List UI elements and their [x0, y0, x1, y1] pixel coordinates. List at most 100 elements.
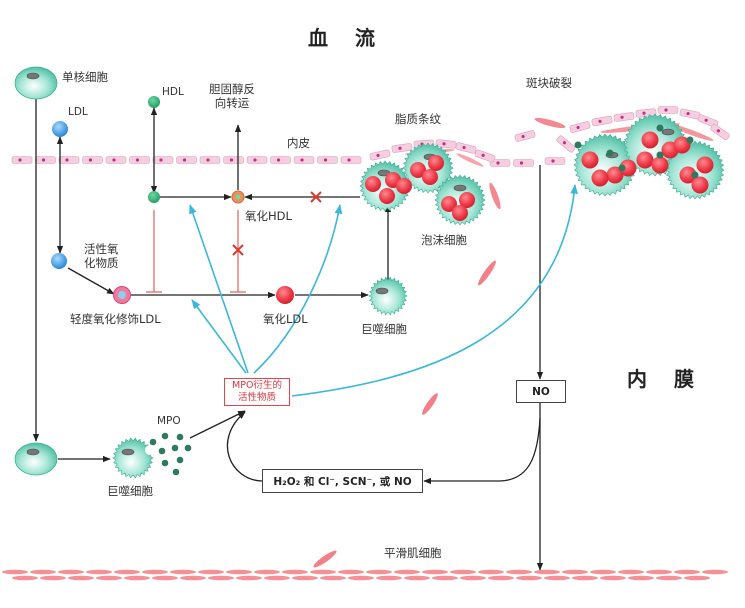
- smooth-muscle-cell: [422, 569, 448, 575]
- smooth-muscle-cell: [68, 575, 94, 581]
- smooth-muscle-cell: [180, 575, 206, 581]
- lipid-droplet: [679, 166, 697, 184]
- smooth-muscle-cell: [208, 575, 234, 581]
- mpo-granule: [691, 171, 699, 179]
- ros-label: 活性氧 化物质: [84, 242, 119, 271]
- smooth-muscle-cell: [170, 569, 196, 575]
- mpo-arrow-to-plaque: [291, 184, 578, 397]
- mildly-oxidized-ldl-label: 轻度氧化修饰LDL: [70, 312, 161, 326]
- mpo-arrow-to-mmldl-line: [191, 299, 247, 374]
- mpo-label: MPO: [157, 415, 181, 427]
- smooth-muscle-cell: [30, 569, 56, 575]
- endothelial-cell: [569, 121, 591, 133]
- lipid-droplet: [428, 155, 444, 171]
- endothelial-cell: [11, 156, 33, 164]
- lipid-droplet: [606, 166, 624, 184]
- plaque-rupture-label: 斑块破裂: [526, 76, 572, 90]
- lipid-droplet: [410, 162, 426, 178]
- hdl-label: HDL: [162, 86, 184, 98]
- ldl-particle-icon: [52, 121, 68, 137]
- endothelial-cell: [455, 142, 477, 154]
- mpo-granules-icon: [149, 432, 192, 476]
- smooth-muscle-cell: [646, 569, 672, 575]
- smooth-muscle-cell: [198, 569, 224, 575]
- block-x-icon-foam-oxhdl: [310, 191, 322, 203]
- no-box: NO: [516, 380, 566, 403]
- endothelial-cell: [105, 156, 127, 164]
- substrates-box: H₂O₂ 和 Cl⁻, SCN⁻, 或 NO: [262, 469, 423, 493]
- endothelial-cell: [556, 135, 576, 153]
- lipid-droplet: [696, 156, 714, 174]
- inhibition-lines: [146, 210, 246, 293]
- endothelial-cell: [474, 149, 496, 163]
- endothelial-cell: [340, 156, 362, 164]
- smooth-muscle-cell: [702, 569, 728, 575]
- endothelial-cell: [223, 156, 244, 164]
- lipid-droplet: [379, 188, 395, 204]
- arrow-substrates-to-box: [226, 411, 263, 482]
- smooth-muscle-cell: [320, 575, 346, 581]
- endothelial-cell: [129, 156, 150, 164]
- endothelial-cell: [58, 156, 80, 164]
- endothelial-cell: [591, 115, 613, 127]
- mpo-derived-species-box: MPO衍生的 活性物质: [224, 378, 290, 406]
- smooth-muscle-cell: [544, 575, 570, 581]
- endothelial-cell: [317, 156, 338, 164]
- foam-cells-icon: [359, 142, 486, 226]
- smooth-muscle-cell: [264, 575, 290, 581]
- smooth-muscle-cell: [310, 569, 336, 575]
- smooth-muscle-cell: [152, 575, 178, 581]
- endothelial-cell: [152, 156, 174, 164]
- endothelial-cell: [489, 159, 511, 167]
- lipid-droplet: [619, 159, 637, 177]
- smooth-muscle-cell: [488, 575, 514, 581]
- smooth-muscle-cell: [236, 575, 262, 581]
- fatty-streak-label: 脂质条纹: [395, 112, 441, 126]
- lipid-droplet: [691, 176, 709, 194]
- smooth-muscle-cell: [628, 575, 654, 581]
- ruptured-plaque-icon: [573, 113, 725, 200]
- mildly-oxidized-ldl-icon: [113, 286, 131, 304]
- oxidized-ldl-label: 氧化LDL: [263, 312, 308, 326]
- endothelial-cell: [544, 157, 566, 165]
- oxidized-hdl-label: 氧化HDL: [245, 209, 292, 223]
- lipid-droplet: [365, 176, 381, 192]
- smooth-muscle-cell: [572, 575, 598, 581]
- lipid-droplet: [651, 156, 669, 174]
- intima-title: 内 膜: [627, 367, 704, 391]
- smooth-muscle-cell: [684, 575, 710, 581]
- smooth-muscle-cell: [12, 575, 38, 581]
- arrow-ldl-to-mmldl: [67, 267, 115, 295]
- hdl-particle-mid-icon: [148, 191, 160, 203]
- endothelial-cell: [391, 143, 413, 153]
- smooth-muscle-label: 平滑肌细胞: [384, 546, 442, 560]
- block-x-icon-oxhdl-ldl: [232, 244, 244, 256]
- ldl-label: LDL: [68, 106, 88, 118]
- smooth-muscle-cell: [58, 569, 84, 575]
- smooth-muscle-cell: [394, 569, 420, 575]
- endothelial-cell: [246, 156, 268, 164]
- smooth-muscle-cell: [254, 569, 280, 575]
- arrow-no-to-substrates: [423, 417, 541, 485]
- endothelial-cell: [82, 156, 103, 164]
- smooth-muscle-cell: [226, 569, 252, 575]
- smooth-muscle-cell: [562, 569, 588, 575]
- endothelium-layer: [11, 156, 534, 167]
- macrophage-top-label: 巨噬细胞: [361, 322, 407, 336]
- endothelial-cell: [35, 156, 56, 164]
- smooth-muscle-cell: [2, 569, 28, 575]
- smooth-muscle-cell: [282, 569, 308, 575]
- lipid-droplet: [673, 136, 691, 154]
- smooth-muscle-cell: [124, 575, 150, 581]
- oxidized-hdl-icon: [231, 190, 245, 204]
- lipid-droplet: [441, 196, 457, 212]
- endothelial-cell: [176, 156, 197, 164]
- smooth-muscle-cell: [366, 569, 392, 575]
- endothelial-cell: [270, 156, 291, 164]
- smooth-muscle-cell: [142, 569, 168, 575]
- pathway-arrows: [32, 98, 544, 571]
- smooth-muscle-cell: [460, 575, 486, 581]
- endothelial-cell: [513, 159, 534, 167]
- smooth-muscle-cell: [292, 575, 318, 581]
